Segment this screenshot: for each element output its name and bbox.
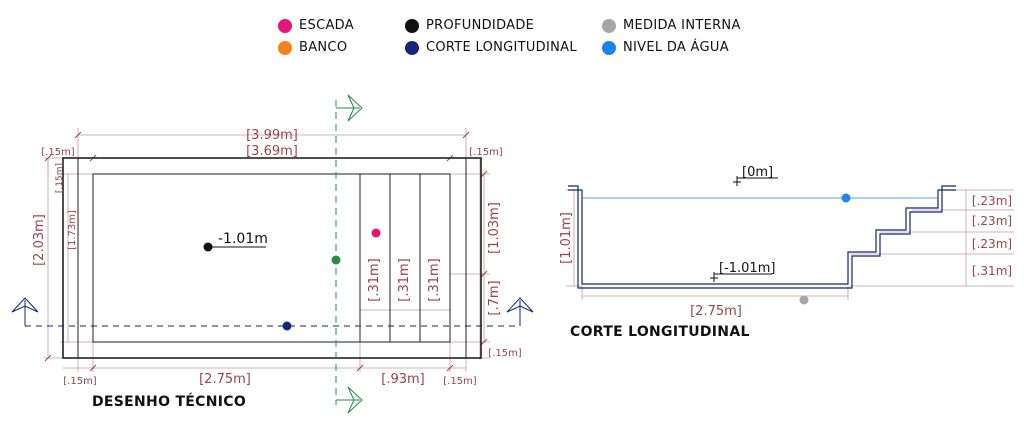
legend-item-banco: BANCO xyxy=(278,40,347,55)
cross-section-arrow-top-icon xyxy=(336,94,363,122)
section-cut-arrow-right-icon xyxy=(506,297,534,326)
section-outer-outline xyxy=(568,185,956,289)
legend: ESCADA BANCO PROFUNDIDADE CORTE LONGITUD… xyxy=(0,14,1024,64)
dim-left-outer-width: [2.03m] xyxy=(32,214,47,266)
legend-label: PROFUNDIDADE xyxy=(426,18,535,33)
pool-inner-outline xyxy=(92,173,451,343)
section-cut-arrow-left-icon xyxy=(11,297,39,326)
section-caption: CORTE LONGITUDINAL xyxy=(570,324,750,340)
pool-outer-outline xyxy=(62,157,482,359)
section-level-bottom: [-1.01m] xyxy=(719,261,775,276)
water-level-marker xyxy=(841,193,851,203)
dim-step-1: [.31m] xyxy=(367,258,382,301)
legend-label: NIVEL DA ÁGUA xyxy=(623,40,729,55)
legend-item-profundidade: PROFUNDIDADE xyxy=(405,18,534,33)
section-step-2: [.23m] xyxy=(972,214,1012,228)
dim-bottom-left-wall: [.15m] xyxy=(63,376,97,387)
legend-label: MEDIDA INTERNA xyxy=(623,18,741,33)
legend-label: CORTE LONGITUDINAL xyxy=(426,40,577,55)
dim-left-small: [.15m] xyxy=(55,163,65,193)
legend-item-escada: ESCADA xyxy=(278,18,354,33)
escada-dot-icon xyxy=(278,18,292,33)
dim-step-3: [.31m] xyxy=(427,258,442,301)
legend-item-nivel: NIVEL DA ÁGUA xyxy=(602,40,729,55)
dim-top-right-wall: [.15m] xyxy=(469,147,503,158)
cross-section-arrow-bottom-icon xyxy=(336,386,363,414)
pool-coping-outline xyxy=(77,157,467,359)
level-bottom-icon xyxy=(710,272,772,282)
section-step-4: [.31m] xyxy=(972,264,1012,278)
section-step-3: [.23m] xyxy=(972,237,1012,251)
plan-dimension-lines xyxy=(44,128,490,372)
dim-bottom-floor: [2.75m] xyxy=(199,372,251,387)
dim-left-inner-width: [1.73m] xyxy=(67,210,78,250)
section-floor: [2.75m] xyxy=(690,304,742,319)
banco-dot-icon xyxy=(278,40,292,55)
dim-bottom-right-wall: [.15m] xyxy=(443,376,477,387)
plan-steps xyxy=(359,174,421,342)
plan-view: -1.01m [3.99m] [3.69m] [.15m] [.15m] [.1… xyxy=(11,94,534,414)
dim-inner-length: [3.69m] xyxy=(246,144,298,159)
dim-right-seven: [.7m] xyxy=(487,280,502,315)
section-view: [0m] [-1.01m] [1.01m] [2.75m] [.23m] [.2… xyxy=(559,165,1014,319)
escada-marker xyxy=(371,228,381,238)
medida-dot-icon xyxy=(602,18,616,33)
internal-measure-marker xyxy=(799,295,809,305)
dim-right-bottom-wall: [.15m] xyxy=(488,348,522,359)
plan-ticks xyxy=(44,131,488,372)
plan-caption: DESENHO TÉCNICO xyxy=(92,394,247,410)
level-top-icon xyxy=(733,176,778,186)
section-level-top: [0m] xyxy=(742,165,773,180)
corte-dot-icon xyxy=(405,40,419,55)
nivel-dot-icon xyxy=(602,40,616,55)
plan-depth-label: -1.01m xyxy=(218,231,268,247)
section-step-1: [.23m] xyxy=(972,194,1012,208)
dim-outer-length: [3.99m] xyxy=(246,128,298,143)
dim-bottom-steps: [.93m] xyxy=(381,372,424,387)
section-depth: [1.01m] xyxy=(559,212,574,264)
legend-label: BANCO xyxy=(299,40,348,55)
section-marker xyxy=(282,321,292,331)
legend-label: ESCADA xyxy=(299,18,354,33)
legend-item-corte: CORTE LONGITUDINAL xyxy=(405,40,577,55)
section-inner-outline xyxy=(568,189,956,285)
dim-right-step-width: [1.03m] xyxy=(487,202,502,254)
dim-top-left-wall: [.15m] xyxy=(41,147,75,158)
profundidade-dot-icon xyxy=(405,18,419,33)
cross-section-marker xyxy=(331,255,341,265)
legend-item-medida: MEDIDA INTERNA xyxy=(602,18,741,33)
dim-step-2: [.31m] xyxy=(397,258,412,301)
